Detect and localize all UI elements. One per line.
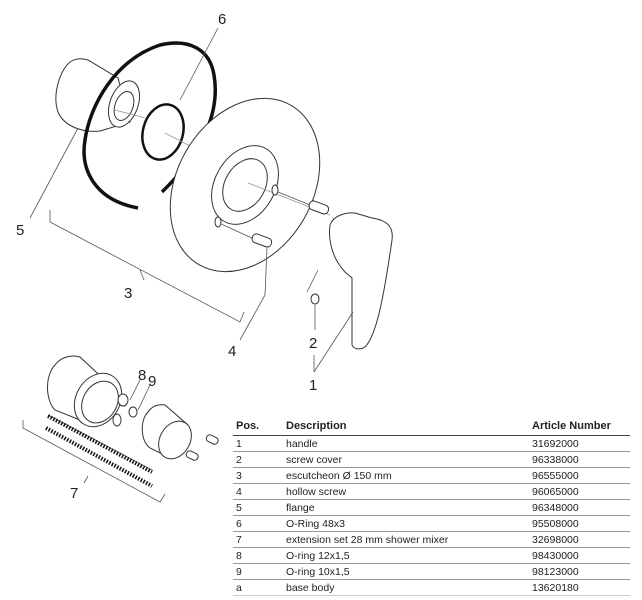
part-handle [329,212,393,350]
cell-description: handle [283,435,529,452]
cell-description: base body [283,579,529,596]
cell-pos: 2 [233,451,283,468]
cell-description: screw cover [283,451,529,468]
cell-article: 98123000 [529,563,630,580]
cell-description: O-ring 10x1,5 [283,563,529,580]
header-article-number: Article Number [529,418,630,436]
callout-4: 4 [228,343,236,360]
part-screw-cover [310,293,320,305]
callout-3: 3 [124,285,132,302]
callout-1: 1 [309,377,317,394]
cell-article: 31692000 [529,435,630,452]
cell-article: 96555000 [529,467,630,484]
cell-pos: a [233,579,283,596]
cell-description: escutcheon Ø 150 mm [283,467,529,484]
cell-pos: 7 [233,531,283,548]
callout-6: 6 [218,11,226,28]
cell-description: flange [283,499,529,516]
callout-5: 5 [16,222,24,239]
cell-pos: 3 [233,467,283,484]
callout-7: 7 [70,485,78,502]
cell-description: hollow screw [283,483,529,500]
cell-description: extension set 28 mm shower mixer [283,531,529,548]
cell-article: 96348000 [529,499,630,516]
part-flange [55,58,141,132]
cell-article: 98430000 [529,547,630,564]
part-ring-arc [82,41,217,210]
header-pos: Pos. [233,418,283,436]
cell-pos: 1 [233,435,283,452]
cell-description: O-ring 12x1,5 [283,547,529,564]
part-o-ring-48x3 [141,103,185,161]
cell-pos: 9 [233,563,283,580]
part-hollow-screws [214,184,330,248]
table-header-row: Pos. Description Article Number [233,418,630,436]
callout-9: 9 [148,373,156,390]
part-extension-set [45,355,219,488]
callout-8: 8 [138,367,146,384]
cell-pos: 5 [233,499,283,516]
callout-2: 2 [309,335,317,352]
cell-article: 96338000 [529,451,630,468]
header-description: Description [283,418,529,436]
cell-pos: 4 [233,483,283,500]
cell-article: 32698000 [529,531,630,548]
cell-pos: 6 [233,515,283,532]
cell-article: 96065000 [529,483,630,500]
cell-pos: 8 [233,547,283,564]
cell-article: 13620180 [529,579,630,596]
cell-article: 95508000 [529,515,630,532]
cell-description: O-Ring 48x3 [283,515,529,532]
